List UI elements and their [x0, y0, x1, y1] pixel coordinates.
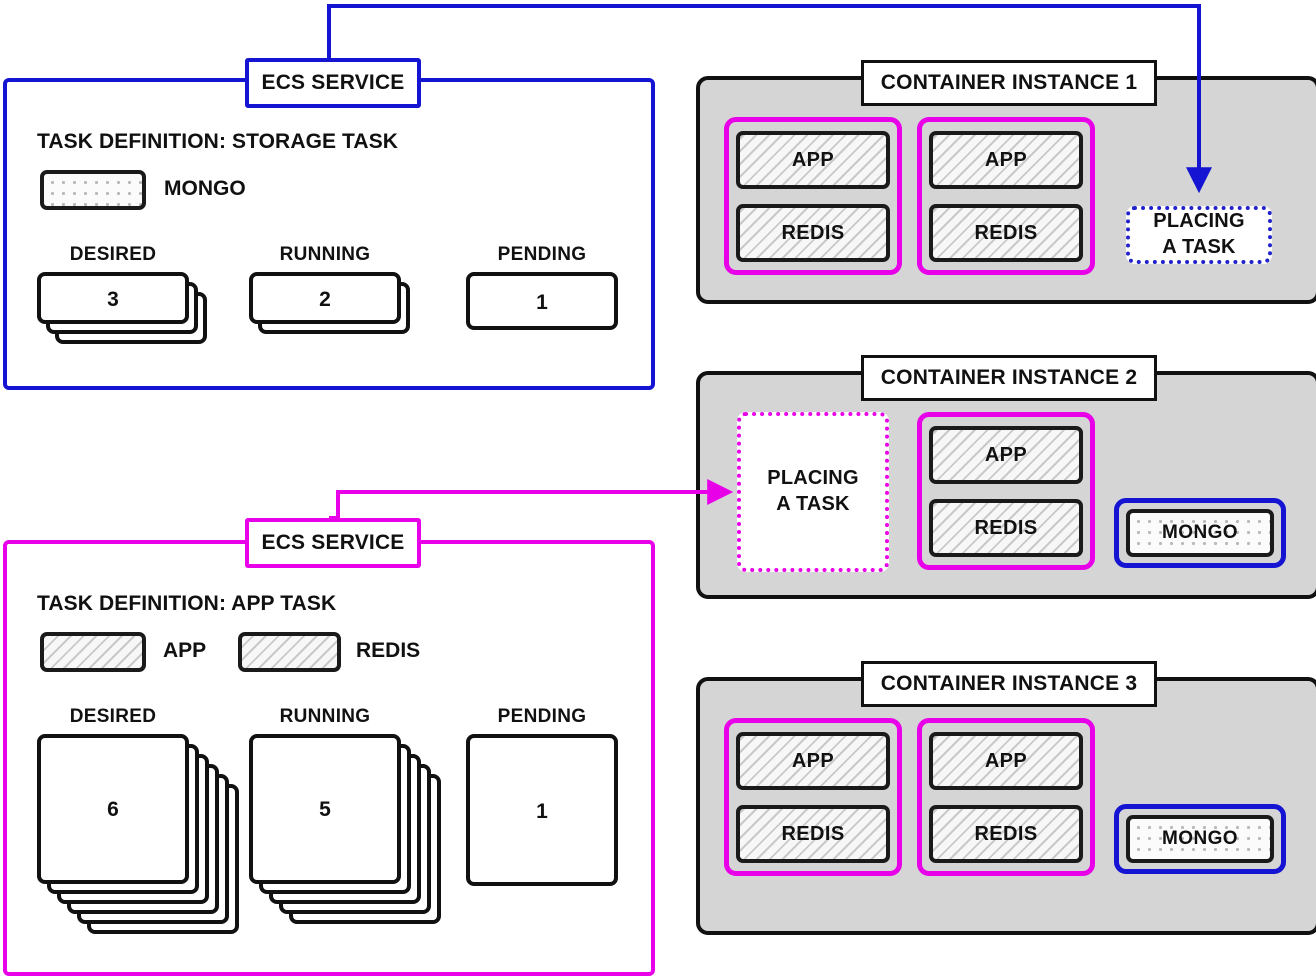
ci3-task-group-2-container-app[interactable]: APP — [929, 732, 1083, 790]
container-label: REDIS — [974, 822, 1038, 845]
ecs-service-storage-title-label: ECS SERVICE — [261, 71, 405, 94]
legend-label-mongo: MONGO — [164, 177, 246, 200]
ci3-container-mongo[interactable]: MONGO — [1126, 815, 1274, 863]
ci3-task-group-1[interactable] — [724, 718, 902, 876]
container-label: MONGO — [1162, 828, 1238, 849]
ecs-service-app-title[interactable]: ECS SERVICE — [245, 518, 421, 568]
app-task-definition-label: TASK DEFINITION: APP TASK — [37, 592, 337, 615]
container-label: REDIS — [974, 516, 1038, 539]
ci1-task-group-2-container-redis[interactable]: REDIS — [929, 204, 1083, 262]
ci2-placing-line-1: PLACING — [767, 467, 859, 490]
ci1-task-group-2-container-app[interactable]: APP — [929, 131, 1083, 189]
container-label: REDIS — [781, 221, 845, 244]
container-label: APP — [984, 443, 1028, 466]
storage-counter-value-pending: 1 — [536, 291, 548, 314]
ci2-placing-line-2: A TASK — [776, 493, 850, 515]
card-front: 2 — [249, 272, 401, 324]
container-label: APP — [791, 148, 835, 171]
legend-label-app: APP — [163, 639, 207, 662]
ci2-task-group-1[interactable] — [917, 412, 1095, 570]
container-label: REDIS — [781, 822, 845, 845]
app-counter-label-running: RUNNING — [279, 706, 371, 727]
app-counter-value-desired: 6 — [107, 798, 119, 821]
container-instance-2-title[interactable]: CONTAINER INSTANCE 2 — [861, 355, 1157, 401]
app-counter-stack-pending: 1 — [466, 734, 646, 892]
storage-counter-label-desired: DESIRED — [69, 244, 157, 265]
ci2-task-group-1-container-app[interactable]: APP — [929, 426, 1083, 484]
app-counter-label-pending: PENDING — [497, 706, 587, 727]
ci2-task-group-1-container-redis[interactable]: REDIS — [929, 499, 1083, 557]
storage-counter-stack-pending: 1 — [466, 272, 646, 350]
legend-label-redis: REDIS — [356, 639, 421, 662]
legend-swatch-app — [40, 632, 146, 672]
ci1-placing-line-2: A TASK — [1162, 236, 1236, 258]
ci2-placing-a-task[interactable]: PLACING A TASK — [737, 412, 889, 572]
app-counter-value-running: 5 — [319, 798, 331, 821]
storage-counter-value-desired: 3 — [107, 288, 119, 311]
card-front: 3 — [37, 272, 189, 324]
storage-task-definition-label: TASK DEFINITION: STORAGE TASK — [37, 130, 399, 153]
ci1-task-group-1-container-redis[interactable]: REDIS — [736, 204, 890, 262]
container-label: MONGO — [1162, 522, 1238, 543]
storage-counter-label-running: RUNNING — [279, 244, 371, 265]
storage-counter-stack-running: 2 — [249, 272, 429, 350]
card-front: 5 — [249, 734, 401, 884]
ci3-mongo-task-group[interactable] — [1114, 804, 1286, 874]
container-label: APP — [984, 148, 1028, 171]
container-instance-3-title-label: CONTAINER INSTANCE 3 — [880, 672, 1138, 695]
app-counter-label-desired: DESIRED — [69, 706, 157, 727]
storage-counter-value-running: 2 — [319, 288, 331, 311]
ecs-service-storage-title[interactable]: ECS SERVICE — [245, 58, 421, 108]
container-instance-1-title[interactable]: CONTAINER INSTANCE 1 — [861, 60, 1157, 106]
legend-swatch-redis — [238, 632, 341, 672]
container-label: REDIS — [974, 221, 1038, 244]
app-counter-value-pending: 1 — [536, 800, 548, 823]
card-front: 1 — [466, 734, 618, 886]
container-label: APP — [791, 749, 835, 772]
legend-swatch-mongo — [40, 170, 146, 210]
ci3-task-group-1-container-app[interactable]: APP — [736, 732, 890, 790]
ci1-placing-line-1: PLACING — [1153, 210, 1245, 233]
ci2-mongo-task-group[interactable] — [1114, 498, 1286, 568]
ci2-container-mongo[interactable]: MONGO — [1126, 509, 1274, 557]
container-instance-3-title[interactable]: CONTAINER INSTANCE 3 — [861, 661, 1157, 707]
card-front: 6 — [37, 734, 189, 884]
ci1-placing-a-task[interactable]: PLACING A TASK — [1126, 206, 1272, 264]
container-instance-1-title-label: CONTAINER INSTANCE 1 — [880, 71, 1138, 94]
container-label: APP — [984, 749, 1028, 772]
connector-app-to-instance-2 — [329, 479, 734, 520]
ci1-task-group-1-container-app[interactable]: APP — [736, 131, 890, 189]
app-counter-stack-running: 5 — [249, 734, 479, 946]
app-counter-stack-desired: 6 — [37, 734, 267, 946]
card-front: 1 — [466, 272, 618, 330]
ecs-service-app-title-label: ECS SERVICE — [261, 531, 405, 554]
storage-counter-label-pending: PENDING — [497, 244, 587, 265]
storage-counter-stack-desired: 3 — [37, 272, 217, 350]
ci3-task-group-2[interactable] — [917, 718, 1095, 876]
container-instance-2-title-label: CONTAINER INSTANCE 2 — [880, 366, 1138, 389]
ci3-task-group-2-container-redis[interactable]: REDIS — [929, 805, 1083, 863]
ci3-task-group-1-container-redis[interactable]: REDIS — [736, 805, 890, 863]
